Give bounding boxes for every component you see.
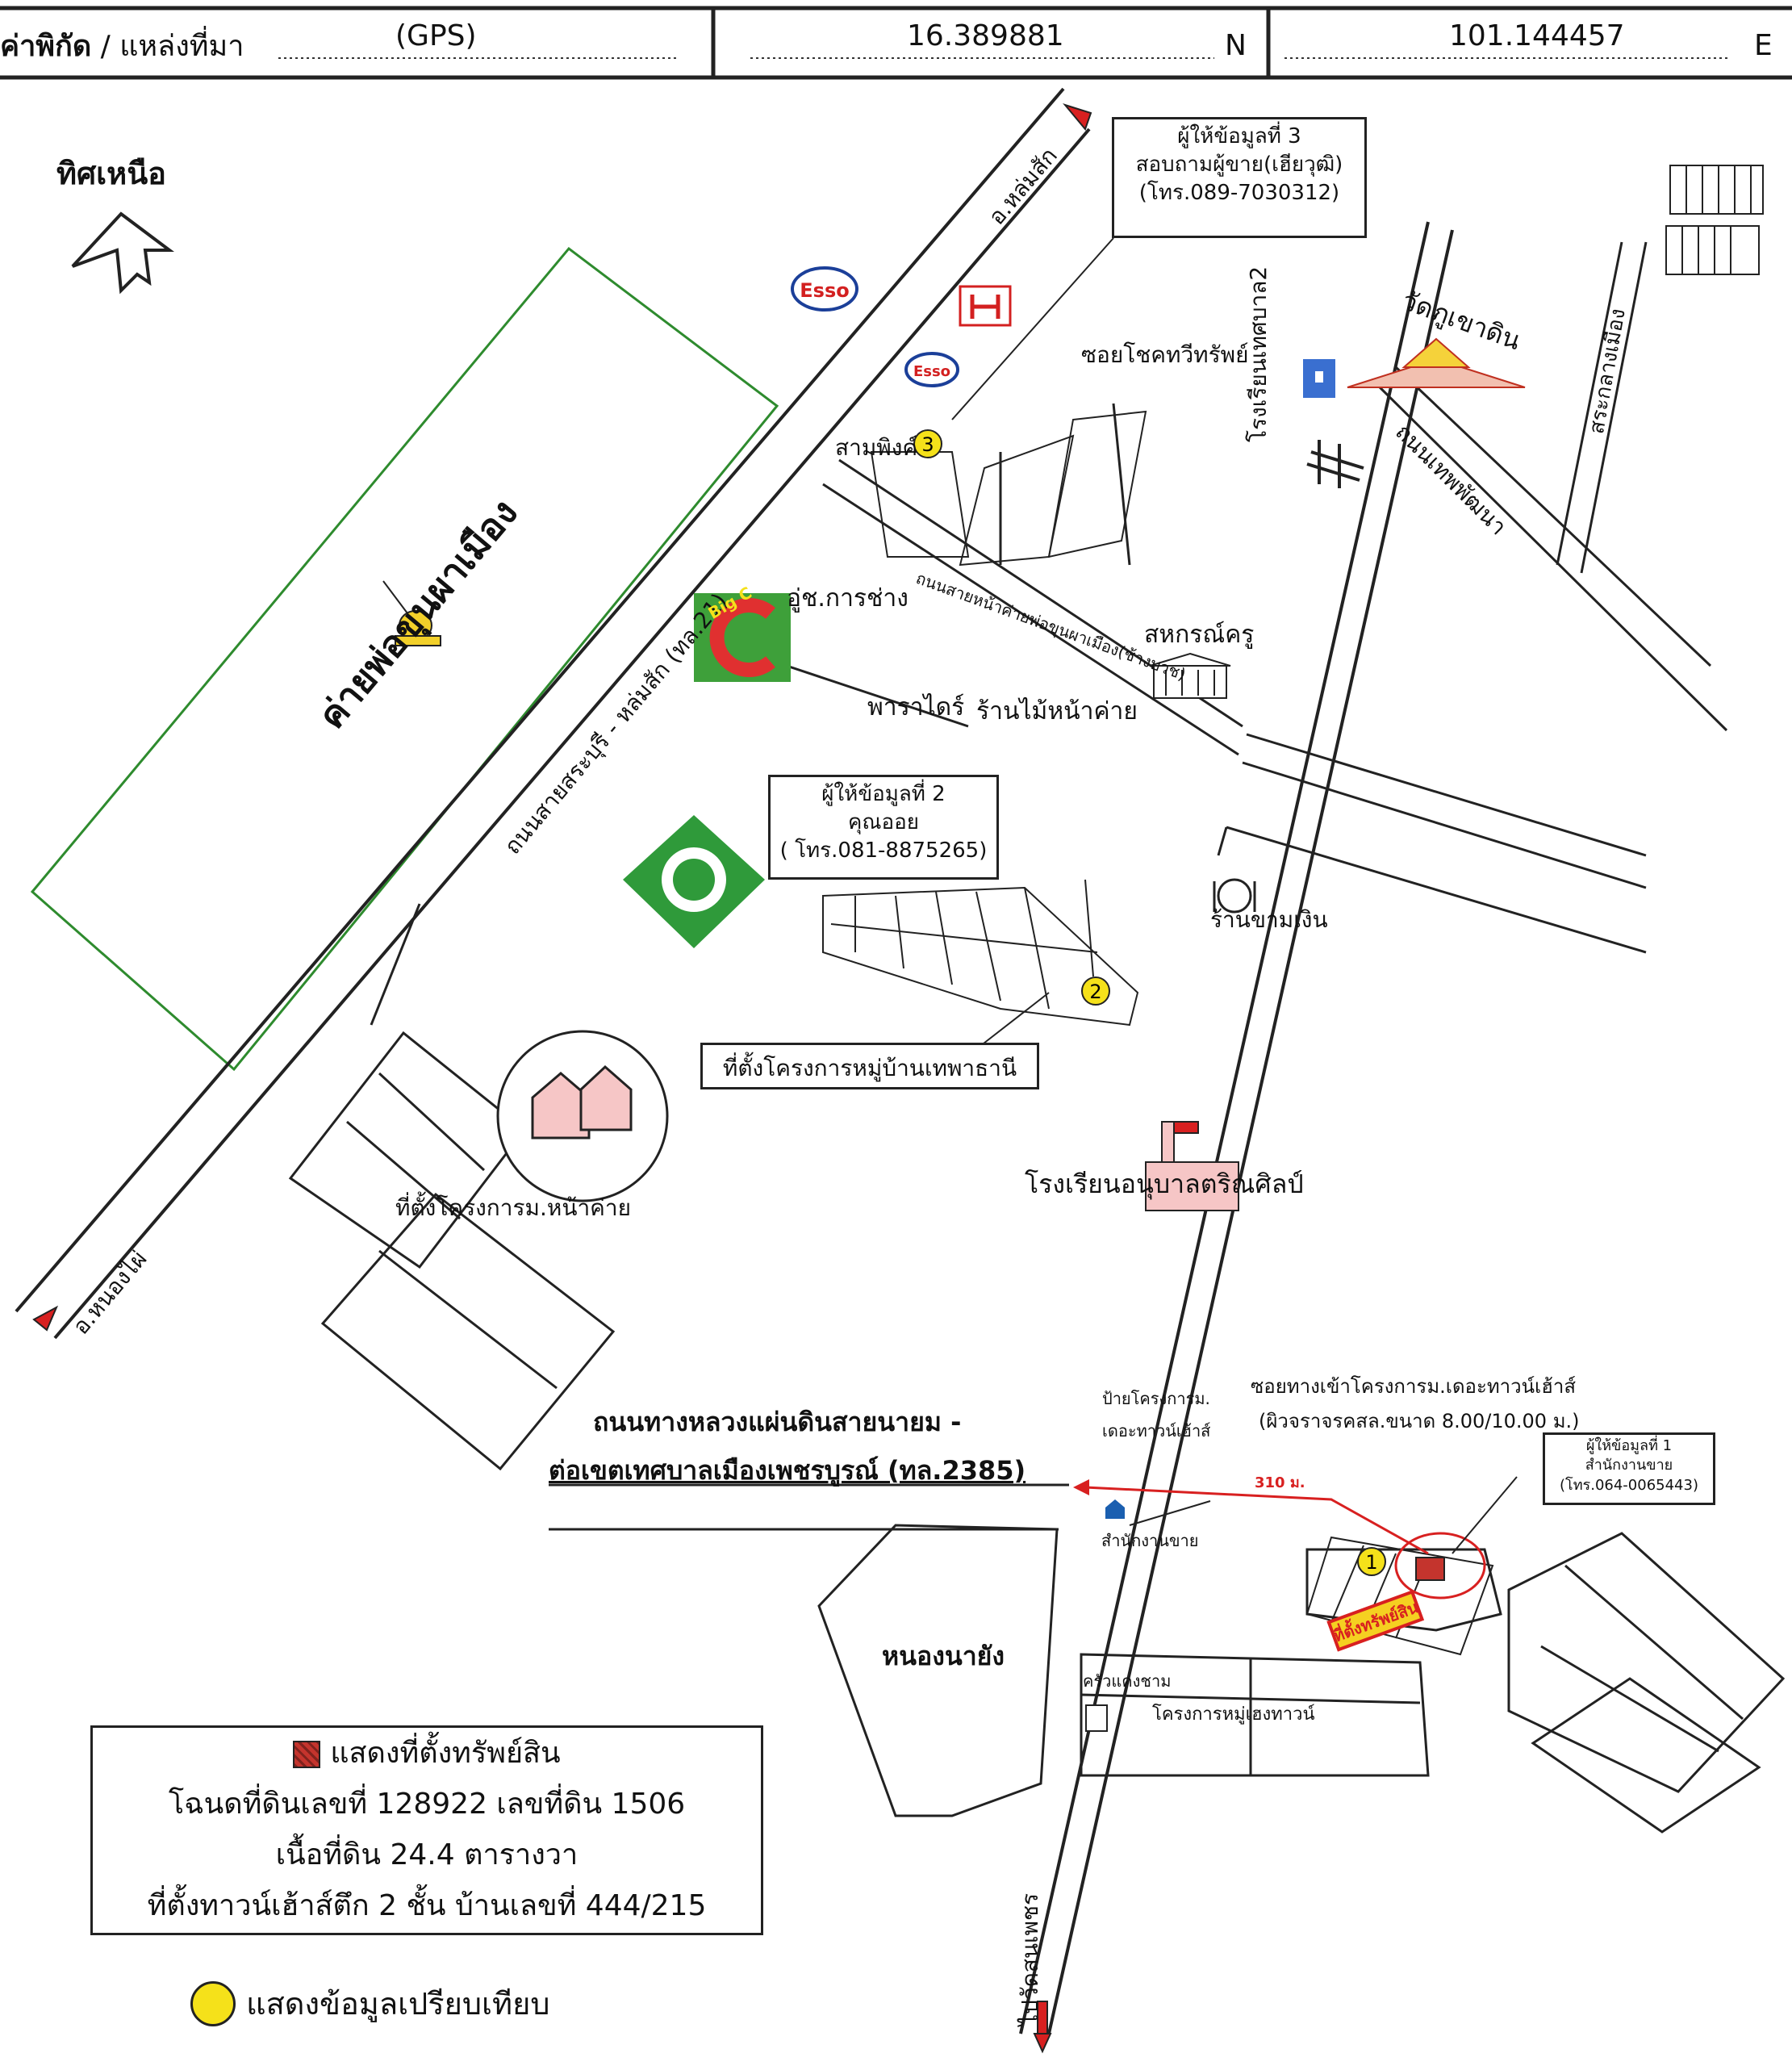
coordinate-label: ค่าพิกัด / แหล่งที่มา [0,23,244,69]
kindergarten-building-icon [1145,1121,1239,1211]
legend-compare-swatch [190,1980,236,2026]
informant-2-box: ผู้ให้ข้อมูลที่ 2 คุณออย ( โทร.081-88752… [768,775,999,880]
paradise-label: พาราไดร์ [867,693,965,721]
camp-boundary [30,246,779,1072]
coordinate-header: ค่าพิกัด / แหล่งที่มา (GPS) 16.389881 N … [0,0,1792,81]
government-logo-icon [623,815,765,948]
coordinate-source: (GPS) [395,19,477,52]
esso-text-1: Esso [800,279,849,302]
informant-2-name: คุณออย [848,810,919,835]
legend-compare-row: แสดงข้อมูลเปรียบเทียบ [190,1979,549,2028]
highway-21 [15,87,1091,1340]
arrow-to-watsonphet-shaft [1037,2001,1048,2034]
coordinate-label-rest: / แหล่งที่มา [91,30,244,63]
ou-chang-label: อู่ช.การช่าง [787,584,909,613]
longitude-value: 101.144457 [1449,19,1625,52]
sales-office-label: สำนักงานขาย [1101,1531,1199,1550]
latitude-value: 16.389881 [907,19,1064,52]
sales-office-icon [1105,1499,1125,1519]
informant-3-box: ผู้ให้ข้อมูลที่ 3 สอบถามผู้ขาย(เฮียวุฒิ)… [1112,117,1367,238]
north-label: ทิศเหนือ [56,156,167,191]
legend-area: เนื้อที่ดิน 24.4 ตารางวา [275,1838,579,1871]
rail-crossing [1306,440,1364,488]
school-icon [1303,359,1335,398]
north-arrow-icon [71,211,174,295]
arrow-to-watsonphet [1033,2033,1052,2054]
informant-1-phone: (โทร.064-0065443) [1560,1476,1698,1494]
legend-property-swatch [293,1741,321,1768]
cooperative-label: สหกรณ์ครู [1144,621,1255,649]
soi-townhouse-label-1: ซอยทางเข้าโครงการม.เดอะทาวน์เฮ้าส์ [1251,1375,1577,1398]
esso-text-2: Esso [913,363,950,380]
sign-label-1: ป้ายโครงการม. [1102,1389,1210,1408]
legend-compare-text: แสดงข้อมูลเปรียบเทียบ [246,1986,550,2022]
project-nakai-label: ที่ตั้งโครงการม.หน้าค่าย [395,1194,632,1221]
kindergarten-label: โรงเรียนอนุบาลตริณศิลป์ [1025,1169,1304,1199]
nong-na-yang-outline [817,1524,1059,1817]
legend-deed: โฉนดที่ดินเลขที่ 128922 เลขที่ดิน 1506 [168,1788,686,1821]
comparable-marker-1: 1 [1357,1547,1386,1576]
longitude-suffix: E [1754,29,1773,62]
informant-3-phone: (โทร.089-7030312) [1138,181,1340,206]
nong-na-yang-label: หนองนายัง [882,1641,1005,1671]
latitude-suffix: N [1225,29,1247,62]
td-logo-icon [1085,1704,1108,1732]
legend-property-row: แสดงที่ตั้งทรัพย์สิน [93,1728,761,1779]
project-thepa-label: ที่ตั้งโครงการหมู่บ้านเทพาธานี [722,1055,1017,1081]
highway-2385-label-1: ถนนทางหลวงแผ่นดินสายนายม - [593,1407,962,1437]
legend-box: แสดงที่ตั้งทรัพย์สิน โฉนดที่ดินเลขที่ 12… [90,1725,763,1935]
comparable-marker-3-num: 3 [921,433,934,456]
comparable-marker-1-num: 1 [1365,1551,1377,1574]
arrow-to-nongphai [32,1305,59,1332]
informant-1-name: สำนักงานขาย [1585,1457,1673,1474]
samphong-label: สามพิงค์ [835,434,918,461]
restaurant-icon [1213,878,1256,914]
distance-label: 310 ม. [1255,1474,1305,1491]
school-2-label: โรงเรียนเทศบาล2 [1245,266,1272,442]
restaurant-label: ร้านขามเงิน [1210,906,1328,933]
project-moohaeng-label: โครงการหมู่เฮงทาวน์ [1152,1704,1315,1725]
big-c-logo [694,593,791,682]
soi-townhouse-label-2: (ผิวจราจรคสล.ขนาด 8.00/10.00 ม.) [1259,1410,1580,1432]
informant-2-phone: ( โทร.081-8875265) [779,838,988,864]
informant-3-title: ผู้ให้ข้อมูลที่ 3 [1177,124,1301,148]
soi-chok-label: ซอยโชคทวีทรัพย์ [1081,341,1249,368]
highway-2385-label-2: ต่อเขตเทศบาลเมืองเพชรบูรณ์ (ทล.2385) [549,1455,1026,1486]
top-right-buildings [1665,165,1764,275]
legend-property-text: แสดงที่ตั้งทรัพย์สิน [330,1737,561,1770]
informant-1-box: ผู้ให้ข้อมูลที่ 1 สำนักงานขาย (โทร.064-0… [1543,1432,1715,1505]
esso-logo-1: Esso [791,266,858,312]
informant-3-name: สอบถามผู้ขาย(เฮียวุฒิ) [1135,153,1343,178]
route-arrowhead [1073,1479,1089,1495]
highway-2385 [549,1483,1069,1531]
comparable-marker-2: 2 [1081,976,1110,1006]
thepa-subdivision [822,886,1139,1027]
property-marker-icon [1415,1557,1445,1581]
route-line [1084,1486,1486,1600]
wood-shop-label: ร้านไม้หน้าค่าย [976,697,1138,726]
krua-label: ครัวแคงชาม [1083,1671,1172,1691]
coordinate-label-bold: ค่าพิกัด [0,30,92,63]
pointer-lines [951,237,1518,1554]
informant-2-title: ผู้ให้ข้อมูลที่ 2 [821,782,946,806]
honda-logo-icon [959,285,1012,327]
legend-building: ที่ตั้งทาวน์เฮ้าส์ตึก 2 ชั้น บ้านเลขที่ … [147,1889,707,1922]
project-thepa-box: ที่ตั้งโครงการหมู่บ้านเทพาธานี [700,1043,1039,1089]
cooperative-building-icon [1149,652,1231,699]
to-watsonphet-label: ไปวัดสนเพชร [1017,1892,1043,2026]
temple-icon [1347,337,1526,388]
comparable-marker-3: 3 [913,429,942,458]
informant-1-title: ผู้ให้ข้อมูลที่ 1 [1585,1437,1673,1454]
main-road-south [1019,221,1454,2034]
housing-project-icon [496,1030,669,1202]
esso-logo-2: Esso [904,352,959,387]
comparable-marker-2-num: 2 [1089,981,1101,1003]
southeast-grid [1080,1532,1786,1834]
arrow-to-lomsak [1063,103,1092,131]
stupa-icon [382,580,441,646]
sign-label-2: เดอะทาวน์เฮ้าส์ [1102,1421,1211,1441]
